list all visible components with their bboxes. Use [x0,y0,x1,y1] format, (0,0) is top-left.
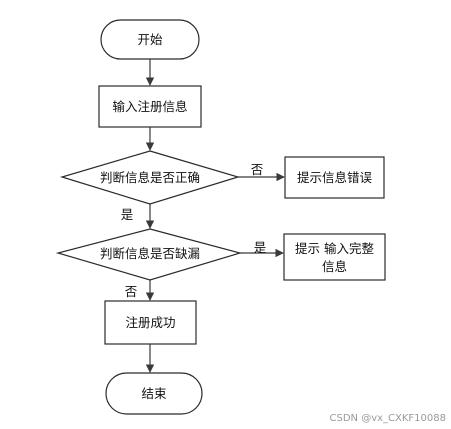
hint-complete-label-line2: 信息 [322,259,347,274]
end-terminal [105,372,203,415]
start-label: 开始 [137,32,163,47]
register-input-box [98,85,202,128]
end-label: 结束 [141,386,167,401]
hint-error-box [284,156,385,199]
edge-label-missing-yes: 是 [254,240,267,255]
check-missing-label: 判断信息是否缺漏 [100,246,200,261]
check-correct-label: 判断信息是否正确 [100,170,200,185]
register-success-label: 注册成功 [125,315,175,330]
start-terminal [100,19,200,60]
hint-complete-label-line1: 提示 输入完整 [295,241,374,256]
hint-error-label: 提示信息错误 [297,170,373,185]
register-success-box [104,300,197,345]
edge-label-correct-no: 否 [251,162,264,177]
edge-label-missing-no: 否 [125,284,138,299]
register-input-label: 输入注册信息 [112,99,187,114]
hint-complete-box [283,233,386,281]
watermark: CSDN @vx_CXKF10088 [330,413,446,424]
check-missing-decision [55,228,243,281]
check-correct-decision [59,150,241,205]
edge-label-correct-yes: 是 [121,207,134,222]
